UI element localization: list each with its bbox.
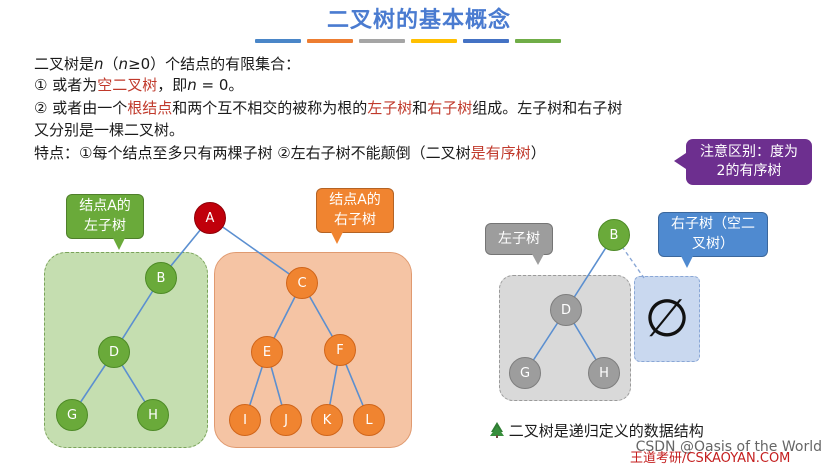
node-D-example: D	[550, 294, 582, 326]
color-bar-6	[515, 39, 561, 43]
node-E: E	[251, 336, 283, 368]
def-text: 二叉树是	[34, 55, 95, 73]
highlight-right-subtree: 右子树	[427, 99, 473, 117]
def-text: （	[103, 55, 119, 73]
def-text: 组成。左子树和右子树	[472, 99, 623, 117]
color-bar-3	[359, 39, 405, 43]
var-n: n	[118, 55, 129, 73]
node-I: I	[229, 404, 261, 436]
brand-footer: 王道考研/CSKAOYAN.COM	[630, 451, 791, 466]
node-A: A	[194, 202, 226, 234]
definition-line-3: ② 或者由一个根结点和两个互不相交的被称为根的左子树和右子树组成。左子树和右子树	[34, 98, 622, 118]
node-F: F	[324, 334, 356, 366]
node-G-example: G	[509, 357, 541, 389]
highlight-left-subtree: 左子树	[367, 99, 413, 117]
def-text: = 0。	[196, 76, 244, 94]
var-n: n	[94, 55, 104, 73]
node-B: B	[145, 262, 177, 294]
left-tree-bubble: 左子树	[485, 223, 553, 265]
color-bar-5	[463, 39, 509, 43]
color-bar-2	[307, 39, 353, 43]
right-tree-bubble: 右子树（空二叉树）	[658, 212, 768, 268]
bubble-tail	[113, 238, 125, 250]
csdn-watermark: CSDN @Oasis of the World	[635, 439, 822, 455]
def-text: ）	[530, 144, 546, 162]
node-H-example: H	[588, 357, 620, 389]
right-tree-bubble-text: 右子树（空二叉树）	[671, 216, 755, 252]
page-title: 二叉树的基本概念	[326, 8, 511, 33]
color-bar-1	[255, 39, 301, 43]
left-tree-bubble-text: 左子树	[498, 231, 540, 247]
edge-A-C	[209, 217, 303, 284]
node-C: C	[286, 267, 318, 299]
node-H: H	[137, 399, 169, 431]
node-J: J	[270, 404, 302, 436]
definition-line-4: 又分别是一棵二叉树。	[34, 121, 185, 139]
bubble-tail	[532, 254, 544, 265]
node-K: K	[311, 404, 343, 436]
def-text: ① 或者为	[34, 76, 98, 94]
right-subtree-bubble: 结点A的右子树	[316, 188, 394, 244]
left-subtree-bubble-text: 结点A的左子树	[79, 198, 131, 234]
node-D: D	[98, 336, 130, 368]
node-B-example: B	[598, 219, 630, 251]
var-n: n	[187, 76, 197, 94]
definition-line-1: 二叉树是n（n≥0）个结点的有限集合：	[34, 54, 300, 74]
highlight-ordered-tree: 是有序树	[470, 144, 531, 162]
node-G: G	[56, 399, 88, 431]
node-L: L	[353, 404, 385, 436]
note-callout: 注意区别：度为2的有序树	[674, 139, 812, 185]
def-text: 和	[412, 99, 428, 117]
def-text: ② 或者由一个	[34, 99, 128, 117]
bubble-tail	[331, 232, 343, 244]
definition-line-2: ① 或者为空二叉树，即n = 0。	[34, 75, 243, 95]
highlight-root: 根结点	[127, 99, 173, 117]
def-text: 和两个互不相交的被称为根的	[172, 99, 368, 117]
def-text: ，即	[157, 76, 188, 94]
right-subtree-bubble-text: 结点A的右子树	[329, 192, 381, 228]
recursive-definition-text: 二叉树是递归定义的数据结构	[508, 422, 704, 440]
def-text: ≥0）个结点的有限集合：	[128, 55, 301, 73]
bubble-tail	[681, 256, 693, 268]
empty-tree-box: ∅	[634, 276, 700, 362]
features-line: 特点：①每个结点至多只有两棵子树 ②左右子树不能颠倒（二叉树是有序树）	[34, 143, 546, 163]
recursive-definition-note: 二叉树是递归定义的数据结构	[490, 420, 704, 441]
left-subtree-bubble: 结点A的左子树	[66, 194, 144, 250]
color-bar-4	[411, 39, 457, 43]
tree-icon	[490, 422, 504, 438]
def-text: 特点：①每个结点至多只有两棵子树 ②左右子树不能颠倒（二叉树	[34, 144, 471, 162]
highlight-empty-tree: 空二叉树	[97, 76, 158, 94]
title-color-bars	[255, 39, 561, 43]
